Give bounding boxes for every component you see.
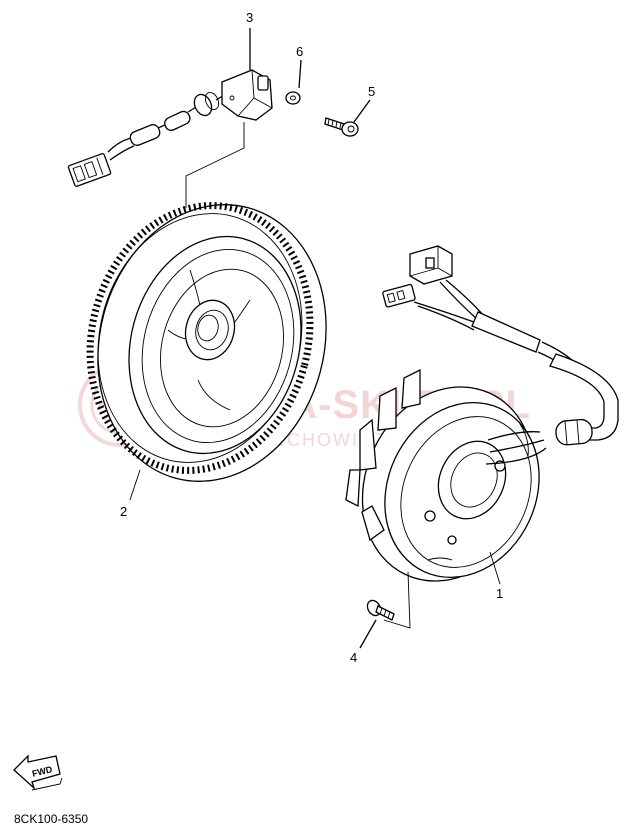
part-5-bolt: 5 bbox=[324, 84, 375, 137]
leader-line-1 bbox=[489, 551, 501, 585]
part-3-pickup-coil-connector: 3 bbox=[67, 10, 273, 208]
fwd-label: FWD bbox=[31, 764, 54, 779]
callout-5: 5 bbox=[368, 84, 375, 99]
diagram-code: 8CK100-6350 bbox=[14, 812, 89, 826]
forward-direction-arrow-icon: FWD bbox=[13, 754, 63, 791]
callout-3: 3 bbox=[246, 10, 253, 25]
callout-2: 2 bbox=[120, 504, 127, 519]
part-4-screw: 4 bbox=[350, 599, 395, 665]
part-1-stator-assembly: 1 bbox=[345, 245, 619, 629]
callout-1: 1 bbox=[496, 586, 503, 601]
callout-6: 6 bbox=[296, 44, 303, 59]
part-2-flywheel-rotor: 2 bbox=[86, 202, 327, 519]
callout-4: 4 bbox=[350, 650, 357, 665]
part-6-washer: 6 bbox=[285, 44, 303, 105]
